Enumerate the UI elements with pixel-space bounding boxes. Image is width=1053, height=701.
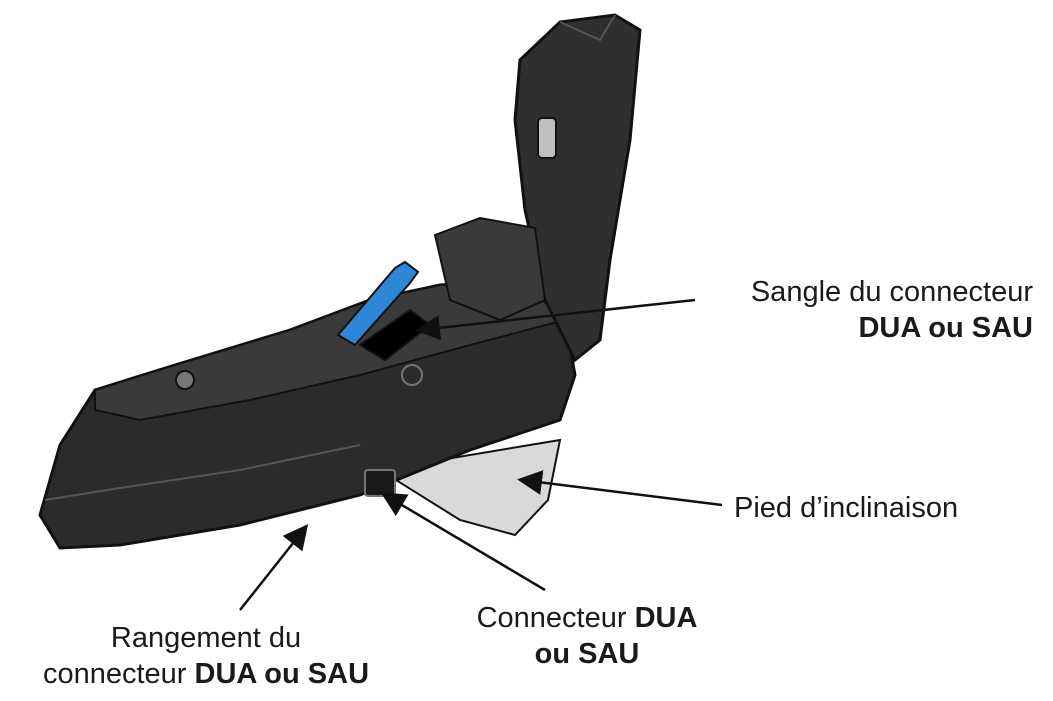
label-connector-line1: Connecteur: [476, 602, 635, 634]
seat-backrest-edge: [559, 14, 616, 42]
label-storage-line2-bold: DUA ou SAU: [194, 658, 370, 690]
bottom-connector-clip: [364, 469, 396, 497]
label-connector-strap-line1: Sangle du connecteur: [750, 276, 1033, 308]
label-recline-foot: Pied d’inclinaison: [734, 490, 958, 526]
arrow-storage: [239, 524, 309, 611]
label-connector-storage: Rangement du connecteur DUA ou SAU: [0, 620, 412, 692]
front-knob: [175, 370, 195, 390]
label-connector-strap-line2: DUA ou SAU: [858, 312, 1033, 344]
arrow-strap: [415, 298, 696, 341]
base-front-lip: [44, 444, 361, 501]
arrow-recline-foot: [517, 470, 723, 507]
arrow-connector: [380, 492, 546, 592]
label-connector-strap: Sangle du connecteur DUA ou SAU: [751, 274, 1033, 346]
label-connector-line1-bold: DUA: [634, 602, 698, 634]
label-connector: Connecteur DUA ou SAU: [452, 600, 722, 672]
label-connector-line2: ou SAU: [534, 638, 640, 670]
side-knob: [401, 364, 423, 386]
connector-strap-handle: [336, 260, 420, 347]
backrest-slot: [537, 117, 557, 159]
seat-backrest: [513, 13, 642, 363]
label-recline-foot-text: Pied d’inclinaison: [734, 492, 959, 524]
belt-guide-block: [433, 216, 547, 322]
label-storage-line2: connecteur: [42, 658, 195, 690]
label-storage-line1: Rangement du: [110, 622, 302, 654]
